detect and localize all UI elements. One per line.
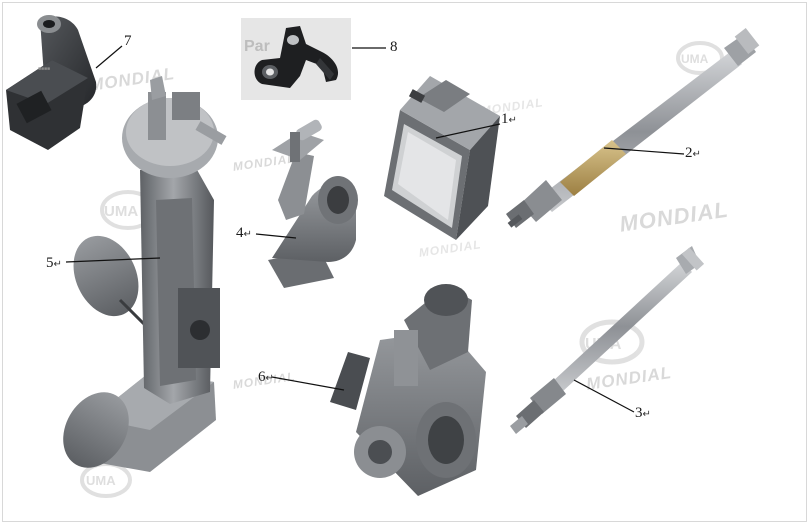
callout-2-mark: ↵ xyxy=(692,149,701,160)
callout-8-number: 8 xyxy=(390,39,398,55)
leader-6 xyxy=(271,376,345,391)
leader-1 xyxy=(435,123,501,139)
callout-4-number: 4 xyxy=(236,225,244,241)
leader-2 xyxy=(603,147,685,155)
part-7-injector-connector: ■■■■ xyxy=(6,15,97,150)
callout-2: 2↵ xyxy=(685,146,701,161)
callout-3-number: 3 xyxy=(635,405,643,421)
leader-lines xyxy=(65,45,685,413)
logo-watermark-top-right-text: UMA xyxy=(681,52,709,66)
callout-6-number: 6 xyxy=(258,369,266,385)
callout-3-mark: ↵ xyxy=(642,409,651,420)
logo-watermark-left-text: UMA xyxy=(104,203,138,220)
part-4-manifold xyxy=(268,119,358,288)
callout-1-number: 1 xyxy=(501,111,509,127)
callout-6: 6↵ xyxy=(258,370,274,385)
callout-5-mark: ↵ xyxy=(53,259,62,270)
callout-1-mark: ↵ xyxy=(508,115,517,126)
callout-2-number: 2 xyxy=(685,145,693,161)
inset-watermark-text: Par xyxy=(244,38,270,55)
callout-5: 5↵ xyxy=(46,256,62,271)
part-5-fuel-pump xyxy=(63,76,227,472)
part-6-throttle-body xyxy=(330,284,486,496)
leader-5 xyxy=(65,257,161,263)
callout-6-mark: ↵ xyxy=(265,373,274,384)
part-1-ecu xyxy=(384,76,500,240)
part-3-sensor xyxy=(510,246,705,434)
logo-watermark-bottom-text: UMA xyxy=(86,473,116,488)
logo-watermark-bottom: UMA xyxy=(80,462,132,498)
part-8-inset xyxy=(241,18,351,100)
callout-4: 4↵ xyxy=(236,226,252,241)
part-2-sensor xyxy=(506,28,760,228)
callout-1: 1↵ xyxy=(501,112,517,127)
callout-7: 7 xyxy=(124,34,132,49)
leader-3 xyxy=(573,379,635,413)
leader-4 xyxy=(255,233,297,239)
logo-watermark-top-right: UMA xyxy=(676,41,724,75)
svg-text:■■■■: ■■■■ xyxy=(38,66,50,72)
callout-8: 8 xyxy=(390,40,398,55)
callout-7-number: 7 xyxy=(124,33,132,49)
callout-5-number: 5 xyxy=(46,255,54,271)
callout-4-mark: ↵ xyxy=(243,229,252,240)
callout-3: 3↵ xyxy=(635,406,651,421)
leader-7 xyxy=(95,45,123,69)
